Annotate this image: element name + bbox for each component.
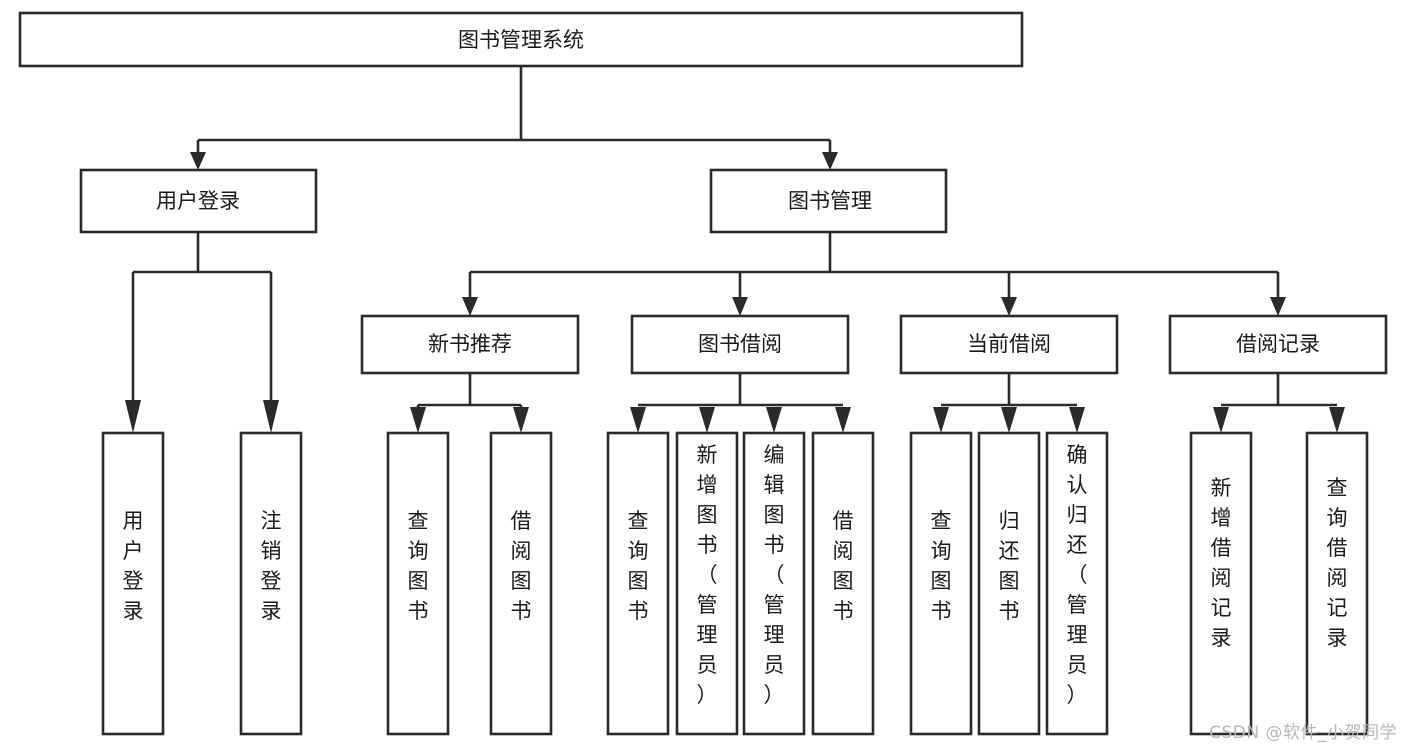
- node-leaf-borrow-book-1[interactable]: 借阅图书: [489, 431, 553, 736]
- node-new-book-recommend-box[interactable]: [360, 314, 580, 375]
- node-leaf-edit-book-admin-label: 编辑图书（管理员）: [764, 443, 785, 707]
- arrow-head-leaf-confirm-return-admin: [1069, 407, 1085, 433]
- arrow-head-borrow-record: [1270, 297, 1286, 316]
- node-leaf-query-book-1-box[interactable]: [386, 431, 450, 736]
- node-leaf-query-book-1[interactable]: 查询图书: [386, 431, 450, 736]
- node-leaf-return-book[interactable]: 归还图书: [977, 431, 1041, 736]
- node-leaf-query-book-2-label: 查询图书: [628, 509, 649, 623]
- node-leaf-return-book-label: 归还图书: [999, 509, 1020, 623]
- arrow-head-leaf-add-borrow-record: [1213, 407, 1229, 433]
- arrow-head-leaf-borrow-book-1: [513, 407, 529, 433]
- node-leaf-borrow-book-2-label: 借阅图书: [833, 509, 854, 623]
- node-leaf-edit-book-admin-box[interactable]: [742, 431, 806, 736]
- node-leaf-user-logout[interactable]: 注销登录: [239, 431, 303, 736]
- node-leaf-add-book-admin[interactable]: 新增图书（管理员）: [675, 431, 739, 736]
- node-book-manage[interactable]: 图书管理: [709, 168, 948, 234]
- node-leaf-add-book-admin-label: 新增图书（管理员）: [697, 443, 718, 707]
- node-leaf-return-book-box[interactable]: [977, 431, 1041, 736]
- node-root-label: 图书管理系统: [458, 28, 584, 52]
- node-leaf-query-book-3-box[interactable]: [909, 431, 973, 736]
- node-leaf-confirm-return-admin[interactable]: 确认归还（管理员）: [1045, 431, 1109, 736]
- node-leaf-confirm-return-admin-box[interactable]: [1045, 431, 1109, 736]
- node-leaf-borrow-book-2[interactable]: 借阅图书: [811, 431, 875, 736]
- arrow-head-leaf-add-book-admin: [699, 407, 715, 433]
- arrow-head-user-login: [190, 152, 206, 170]
- arrow-head-leaf-query-book-3: [933, 407, 949, 433]
- node-leaf-query-book-3-label: 查询图书: [931, 509, 952, 623]
- node-book-borrow[interactable]: 图书借阅: [630, 314, 850, 375]
- node-leaf-query-book-1-label: 查询图书: [408, 509, 429, 623]
- node-leaf-user-login-box[interactable]: [101, 431, 165, 736]
- node-leaf-borrow-book-2-box[interactable]: [811, 431, 875, 736]
- node-leaf-borrow-book-1-box[interactable]: [489, 431, 553, 736]
- node-leaf-add-borrow-record[interactable]: 新增借阅记录: [1189, 431, 1253, 736]
- arrow-head-leaf-borrow-book-2: [835, 407, 851, 433]
- node-leaf-user-login-label: 用户登录: [123, 509, 144, 623]
- node-leaf-add-book-admin-box[interactable]: [675, 431, 739, 736]
- node-borrow-record-label: 借阅记录: [1236, 332, 1320, 356]
- node-leaf-query-borrow-record-box[interactable]: [1305, 431, 1369, 736]
- arrow-head-current-borrow: [1001, 297, 1017, 316]
- arrow-head-book-borrow: [732, 297, 748, 316]
- leaf-nodes-layer: 用户登录 注销登录 查询图书 借阅图书 查询图书 新增图书（管理员）: [101, 431, 1369, 736]
- node-leaf-user-logout-label: 注销登录: [261, 509, 282, 623]
- node-new-book-recommend-label: 新书推荐: [428, 332, 512, 356]
- node-leaf-query-book-3[interactable]: 查询图书: [909, 431, 973, 736]
- node-leaf-confirm-return-admin-label: 确认归还（管理员）: [1067, 443, 1088, 707]
- node-leaf-add-borrow-record-box[interactable]: [1189, 431, 1253, 736]
- node-leaf-edit-book-admin[interactable]: 编辑图书（管理员）: [742, 431, 806, 736]
- node-borrow-record-box[interactable]: [1168, 314, 1388, 375]
- node-book-borrow-label: 图书借阅: [698, 332, 782, 356]
- node-leaf-query-book-2-box[interactable]: [606, 431, 670, 736]
- arrow-head-leaf-return-book: [1001, 407, 1017, 433]
- connector-layer: [125, 66, 1345, 433]
- arrow-head-leaf-query-borrow-record: [1329, 407, 1345, 433]
- node-book-manage-box[interactable]: [709, 168, 948, 234]
- node-book-borrow-box[interactable]: [630, 314, 850, 375]
- node-user-login-box[interactable]: [79, 168, 318, 234]
- arrow-head-leaf-edit-book-admin: [766, 407, 782, 433]
- arrow-head-book-manage: [822, 152, 838, 170]
- arrow-head-leaf-user-login: [125, 400, 141, 433]
- node-current-borrow[interactable]: 当前借阅: [899, 314, 1119, 375]
- node-current-borrow-box[interactable]: [899, 314, 1119, 375]
- arrow-head-leaf-user-logout: [263, 400, 279, 433]
- node-current-borrow-label: 当前借阅: [967, 332, 1051, 356]
- node-user-login-label: 用户登录: [156, 189, 240, 213]
- csdn-watermark: CSDN @软件_小贺同学: [1209, 723, 1397, 743]
- node-root-box[interactable]: [18, 11, 1024, 68]
- node-user-login[interactable]: 用户登录: [79, 168, 318, 234]
- node-leaf-query-book-2[interactable]: 查询图书: [606, 431, 670, 736]
- arrow-head-new-book-recommend: [462, 297, 478, 316]
- node-borrow-record[interactable]: 借阅记录: [1168, 314, 1388, 375]
- node-leaf-borrow-book-1-label: 借阅图书: [511, 509, 532, 623]
- arrow-head-leaf-query-book-1: [410, 407, 426, 433]
- node-book-manage-label: 图书管理: [788, 189, 872, 213]
- node-leaf-query-borrow-record[interactable]: 查询借阅记录: [1305, 431, 1369, 736]
- node-leaf-user-logout-box[interactable]: [239, 431, 303, 736]
- node-new-book-recommend[interactable]: 新书推荐: [360, 314, 580, 375]
- arrow-head-leaf-query-book-2: [630, 407, 646, 433]
- node-leaf-user-login[interactable]: 用户登录: [101, 431, 165, 736]
- node-leaf-query-borrow-record-label: 查询借阅记录: [1327, 476, 1348, 650]
- node-leaf-add-borrow-record-label: 新增借阅记录: [1211, 476, 1232, 650]
- node-root[interactable]: 图书管理系统: [18, 11, 1024, 68]
